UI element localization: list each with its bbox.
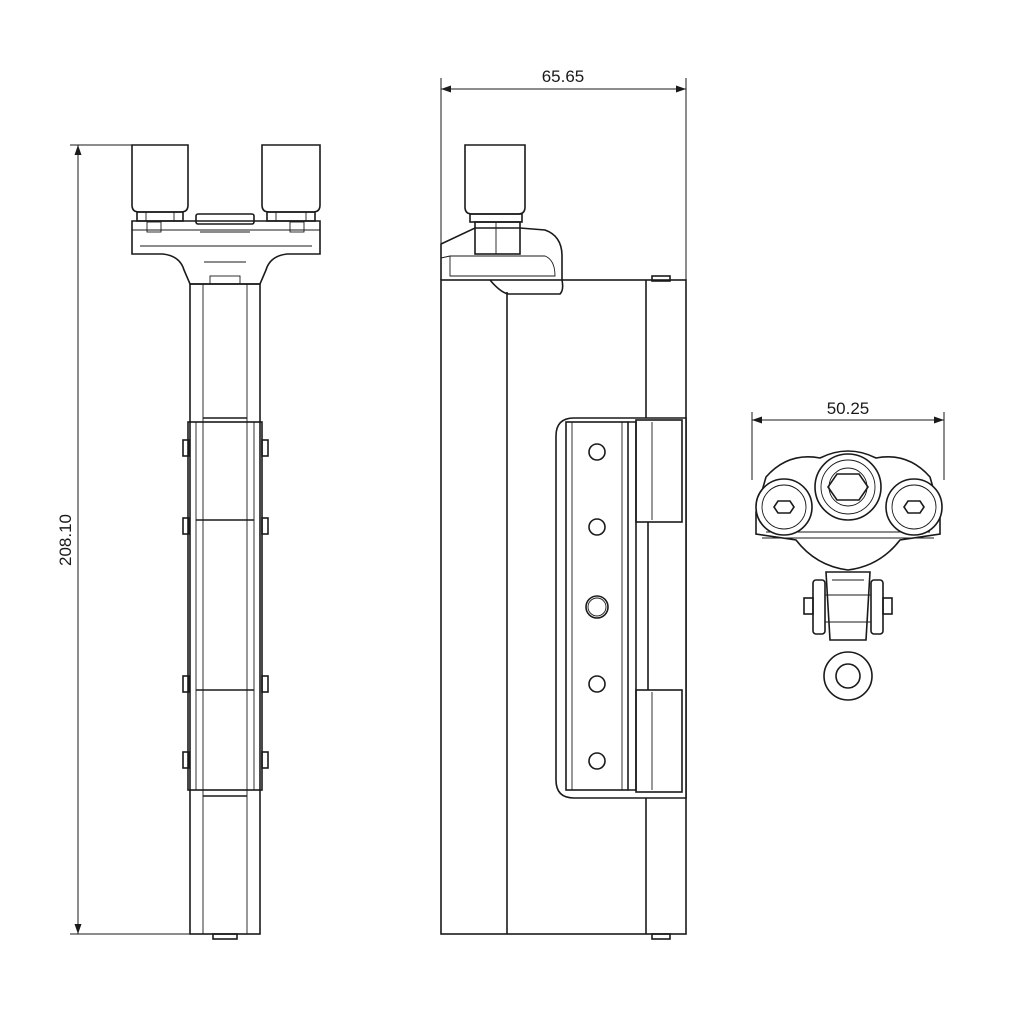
width-dimension: 50.25 [751, 399, 945, 480]
left-wheel [755, 478, 813, 536]
depth-dimension: 65.65 [440, 67, 687, 280]
center-bolt [814, 453, 882, 521]
top-view: 50.25 [751, 399, 945, 701]
height-dimension: 208.10 [56, 144, 190, 935]
hinge-tabs [182, 439, 269, 769]
width-dimension-label: 50.25 [827, 399, 870, 418]
height-dimension-label: 208.10 [56, 514, 75, 566]
side-roller [464, 144, 526, 255]
right-roller [261, 144, 321, 222]
front-body [189, 283, 261, 940]
left-roller [131, 144, 189, 222]
side-hinge-plate [555, 417, 687, 799]
side-view: 65.65 [440, 67, 687, 940]
screw-holes [585, 443, 609, 770]
front-view: 208.10 [56, 144, 321, 940]
stem-and-eye [803, 571, 893, 701]
side-carriage [440, 227, 564, 295]
depth-dimension-label: 65.65 [542, 67, 585, 86]
carriage-bracket [131, 213, 321, 285]
front-hinge-leaf [187, 421, 263, 791]
right-wheel [885, 478, 943, 536]
